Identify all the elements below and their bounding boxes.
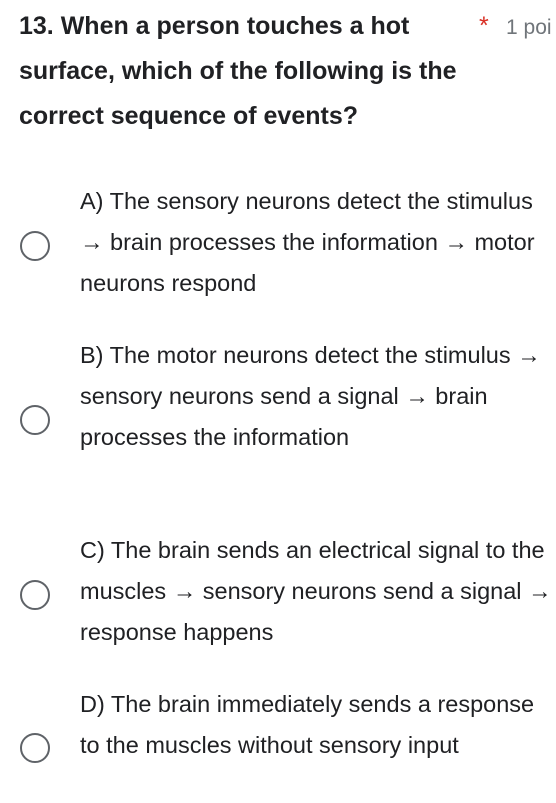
option-d[interactable]: D) The brain immediately sends a respons… bbox=[0, 684, 556, 803]
radio-button-a[interactable] bbox=[20, 231, 50, 261]
option-b-label: B) The motor neurons detect the stimulus… bbox=[80, 342, 541, 450]
radio-button-b[interactable] bbox=[20, 405, 50, 435]
points-label: 1 poi bbox=[506, 16, 552, 39]
option-a[interactable]: A) The sensory neurons detect the stimul… bbox=[0, 181, 556, 306]
option-a-label: A) The sensory neurons detect the stimul… bbox=[80, 188, 535, 296]
question-header: 13. When a person touches a hot surface,… bbox=[0, 0, 556, 150]
option-b[interactable]: B) The motor neurons detect the stimulus… bbox=[0, 335, 556, 501]
radio-button-d[interactable] bbox=[20, 733, 50, 763]
radio-button-c[interactable] bbox=[20, 580, 50, 610]
question-title: 13. When a person touches a hot surface,… bbox=[19, 12, 457, 130]
option-c[interactable]: C) The brain sends an electrical signal … bbox=[0, 530, 556, 655]
required-indicator: * bbox=[479, 12, 489, 40]
option-c-label: C) The brain sends an electrical signal … bbox=[80, 537, 552, 645]
option-d-label: D) The brain immediately sends a respons… bbox=[80, 691, 535, 758]
